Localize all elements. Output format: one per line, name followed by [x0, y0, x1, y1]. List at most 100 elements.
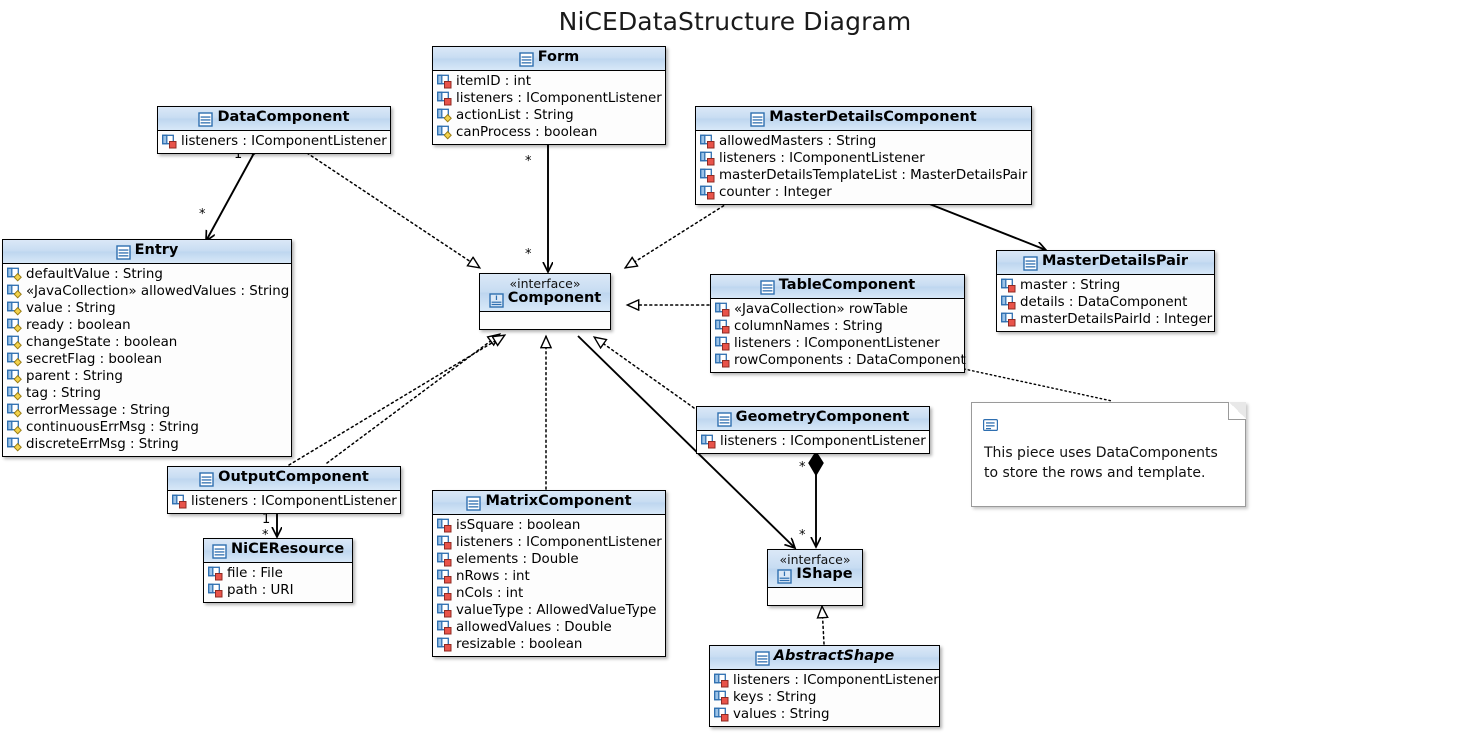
attribute-label: errorMessage : String: [26, 402, 171, 418]
field-protected-icon: [7, 403, 23, 418]
attribute-row: listeners : IComponentListener: [696, 150, 1031, 167]
class-node-header: AbstractShape: [710, 646, 939, 670]
class-name-label: DataComponent: [217, 109, 350, 125]
class-name-label: OutputComponent: [218, 469, 369, 485]
attribute-row: master : String: [997, 277, 1214, 294]
field-private-icon: [1001, 295, 1017, 310]
attribute-label: discreteErrMsg : String: [26, 436, 179, 452]
field-private-icon: [437, 637, 453, 652]
attribute-label: listeners : IComponentListener: [456, 534, 662, 550]
field-private-icon: [700, 168, 716, 183]
attribute-label: parent : String: [26, 368, 123, 384]
multiplicity-label: 1: [234, 147, 243, 162]
note-datacomponents: This piece uses DataComponents to store …: [971, 402, 1246, 507]
attribute-row: listeners : IComponentListener: [158, 133, 390, 150]
attribute-row: allowedMasters : String: [696, 133, 1031, 150]
attribute-row: itemID : int: [433, 73, 665, 90]
attribute-row: errorMessage : String: [3, 402, 291, 419]
attribute-row: valueType : AllowedValueType: [433, 602, 665, 619]
class-icon: [1023, 256, 1038, 271]
stereotype-label: «interface»: [779, 552, 851, 567]
field-private-icon: [437, 552, 453, 567]
class-node-attributes: listeners : IComponentListener: [158, 130, 390, 153]
attribute-row: tag : String: [3, 385, 291, 402]
class-node-attributes: defaultValue : String«JavaCollection» al…: [3, 263, 291, 456]
field-private-icon: [208, 566, 224, 581]
attribute-label: changeState : boolean: [26, 334, 178, 350]
attribute-label: resizable : boolean: [456, 636, 583, 652]
attribute-row: columnNames : String: [711, 318, 964, 335]
attribute-label: keys : String: [733, 689, 817, 705]
attribute-row: isSquare : boolean: [433, 517, 665, 534]
class-node-header: MasterDetailsPair: [997, 251, 1214, 275]
edge-abstractshape-ishape: [822, 606, 824, 645]
attribute-row: defaultValue : String: [3, 266, 291, 283]
attribute-row: actionList : String: [433, 107, 665, 124]
edge-outputcomponent-component: [288, 334, 505, 466]
field-protected-icon: [7, 420, 23, 435]
edge-masterdetailscomponent-masterdetailspair: [926, 202, 1046, 250]
class-node-header: DataComponent: [158, 107, 390, 131]
field-private-icon: [437, 620, 453, 635]
attribute-row: values : String: [710, 706, 939, 723]
attribute-row: listeners : IComponentListener: [433, 90, 665, 107]
attribute-label: nCols : int: [456, 585, 524, 601]
attribute-row: listeners : IComponentListener: [711, 335, 964, 352]
class-icon: [115, 245, 131, 260]
class-icon: [466, 496, 482, 511]
field-private-icon: [715, 353, 731, 368]
class-name-label: Form: [537, 49, 580, 65]
class-icon: [199, 472, 214, 487]
field-protected-icon: [7, 352, 23, 367]
field-private-icon: [437, 91, 453, 106]
class-icon: [750, 112, 765, 127]
class-node-header: MasterDetailsComponent: [696, 107, 1031, 131]
field-private-icon: [714, 690, 730, 705]
field-private-icon: [714, 673, 730, 688]
attribute-row: counter : Integer: [696, 184, 1031, 201]
field-private-icon: [172, 494, 188, 509]
field-protected-icon: [7, 369, 23, 384]
multiplicity-label: *: [525, 154, 532, 169]
edge-entry-component: [326, 334, 500, 464]
attribute-label: file : File: [227, 565, 283, 581]
attribute-label: secretFlag : boolean: [26, 351, 162, 367]
svg-text:I: I: [495, 294, 497, 302]
attribute-label: values : String: [733, 706, 830, 722]
attribute-label: value : String: [26, 300, 116, 316]
attribute-row: masterDetailsTemplateList : MasterDetail…: [696, 167, 1031, 184]
class-node-attributes: listeners : IComponentListener: [697, 430, 929, 453]
interface-icon: I: [777, 569, 793, 584]
class-name-label: Entry: [134, 242, 179, 258]
field-private-icon: [162, 134, 178, 149]
attribute-label: columnNames : String: [734, 318, 883, 334]
class-name-label: NiCEResource: [231, 541, 345, 557]
stereotype-label: «interface»: [509, 276, 581, 291]
attribute-label: allowedValues : Double: [456, 619, 612, 635]
field-private-icon: [700, 185, 716, 200]
class-node-datacomponent[interactable]: DataComponent listeners : IComponentListe…: [157, 106, 391, 154]
class-name-label: MatrixComponent: [485, 493, 632, 509]
attribute-label: allowedMasters : String: [719, 133, 877, 149]
field-protected-icon: [7, 335, 23, 350]
class-node-entry[interactable]: Entry defaultValue : String«JavaCollectio…: [2, 239, 292, 457]
attribute-row: parent : String: [3, 368, 291, 385]
attribute-row: nCols : int: [433, 585, 665, 602]
field-private-icon: [715, 336, 731, 351]
